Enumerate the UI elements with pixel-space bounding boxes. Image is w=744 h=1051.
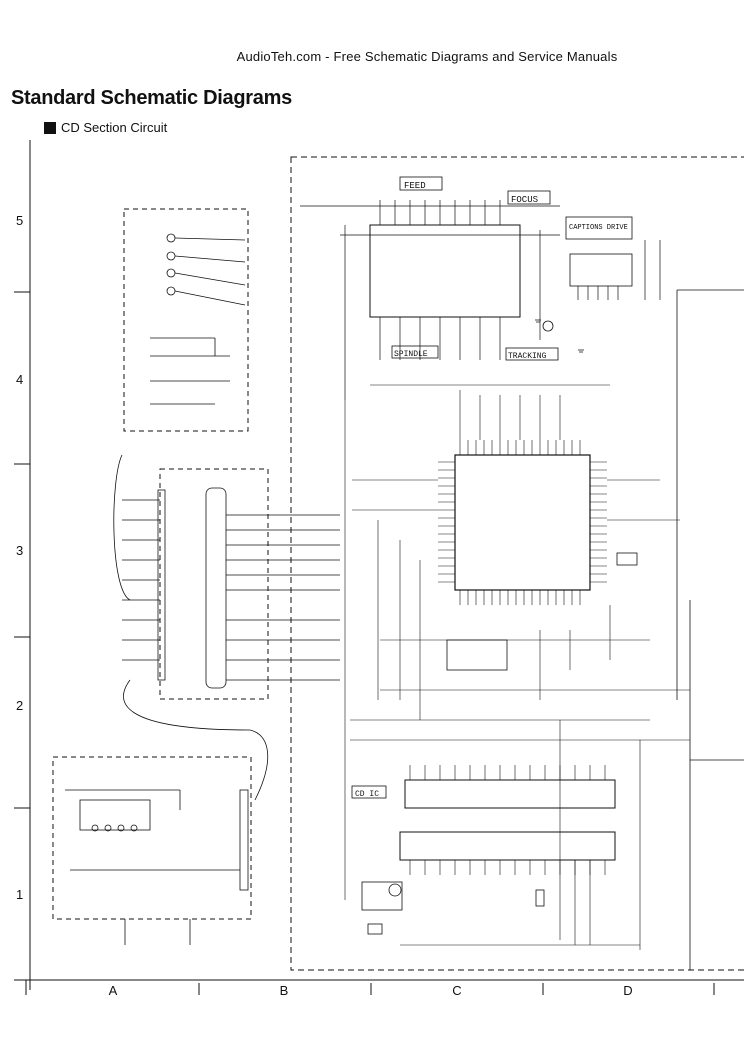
cd-board-outline <box>290 156 744 971</box>
connector-box <box>159 468 269 700</box>
row-label-4: 4 <box>16 372 24 387</box>
filter-block <box>446 639 508 671</box>
audio-ic-lower <box>399 831 616 861</box>
dsp-ic <box>454 454 591 591</box>
switch-lines <box>150 233 246 405</box>
tilt-label: CAPTIONS DRIVE <box>569 224 628 232</box>
section-title-text: CD Section Circuit <box>61 120 168 135</box>
regulator-block <box>361 881 403 911</box>
col-label-c: C <box>452 983 462 998</box>
row-label-2: 2 <box>16 698 24 713</box>
frame-grid <box>14 140 744 995</box>
col-label-b: B <box>279 983 289 998</box>
col-label-d: D <box>623 983 633 998</box>
row-label-3: 3 <box>16 543 24 558</box>
switch-box <box>123 208 249 432</box>
drive-ic-pins <box>300 200 560 400</box>
audio-ic-pins <box>350 719 690 950</box>
drive-ic <box>369 224 521 318</box>
section-title: CD Section Circuit <box>44 120 167 135</box>
site-header: AudioTeh.com - Free Schematic Diagrams a… <box>236 49 618 64</box>
bullet-square-icon <box>44 121 56 134</box>
feed-label: FEED <box>404 181 426 191</box>
ribbon-cable <box>113 454 131 601</box>
focus-label: FOCUS <box>511 195 538 205</box>
motor-connector <box>569 253 633 287</box>
col-label-a: A <box>108 983 118 998</box>
spindle-label: SPINDLE <box>394 350 428 359</box>
audio-ic-upper <box>404 779 616 809</box>
dsp-ic-pins <box>344 384 680 900</box>
right-connector <box>676 289 744 970</box>
pickup-box <box>52 756 252 920</box>
page-title: Standard Schematic Diagrams <box>11 87 292 109</box>
connector-pins <box>122 487 340 689</box>
cd-ic-label: CD IC <box>355 790 379 799</box>
row-label-5: 5 <box>16 213 24 228</box>
row-label-1: 1 <box>16 887 24 902</box>
pickup-internals <box>65 789 249 945</box>
tracking-label: TRACKING <box>508 352 547 361</box>
